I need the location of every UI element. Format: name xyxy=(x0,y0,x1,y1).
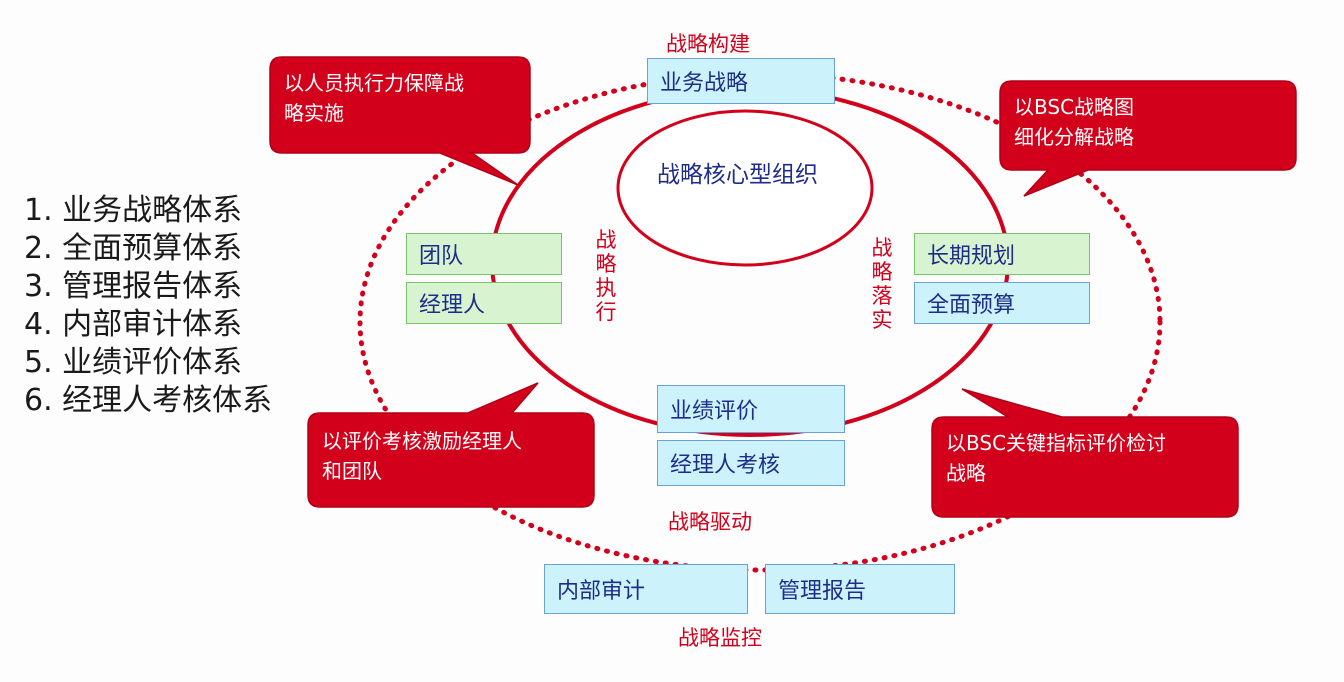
system-list-item: 6. 经理人考核体系 xyxy=(24,383,273,418)
callout-line: 以人员执行力保障战 xyxy=(284,71,464,95)
callout-top-left xyxy=(269,56,531,186)
callout-line: 战略 xyxy=(946,461,986,485)
system-list-item: 5. 业绩评价体系 xyxy=(24,345,243,380)
stage-label-right-text: 战略落实 xyxy=(871,236,893,332)
stage-label-left-text: 战略执行 xyxy=(595,228,617,324)
system-list: 1. 业务战略体系 2. 全面预算体系 3. 管理报告体系 4. 内部审计体系 … xyxy=(24,192,272,420)
callout-bottom-right xyxy=(931,388,1239,518)
system-list-item: 3. 管理报告体系 xyxy=(24,269,243,304)
box-internal-audit: 内部审计 xyxy=(544,564,748,614)
system-list-item: 1. 业务战略体系 xyxy=(24,193,243,228)
callout-line: 略实施 xyxy=(284,101,344,125)
callout-line: 以BSC关键指标评价检讨 xyxy=(946,431,1167,455)
callout-bottom-right-text: 以BSC关键指标评价检讨 战略 xyxy=(946,428,1166,488)
box-performance-eval: 业绩评价 xyxy=(657,385,845,433)
callout-bottom-left xyxy=(307,382,595,508)
stage-label-left: 战略执行 xyxy=(594,228,618,324)
system-list-item: 2. 全面预算体系 xyxy=(24,231,243,266)
callout-line: 和团队 xyxy=(322,459,382,483)
callout-top-left-text: 以人员执行力保障战 略实施 xyxy=(284,68,464,128)
stage-label-top: 战略构建 xyxy=(666,32,750,56)
stage-label-bottom-outer: 战略监控 xyxy=(678,626,762,650)
callout-top-right xyxy=(999,80,1297,197)
core-label: 战略核心型组织 xyxy=(657,162,818,188)
box-team: 团队 xyxy=(406,233,562,275)
callout-top-right-text: 以BSC战略图 细化分解战略 xyxy=(1014,92,1134,152)
box-long-term-plan: 长期规划 xyxy=(914,233,1090,275)
callout-line: 细化分解战略 xyxy=(1014,125,1134,149)
box-management-report: 管理报告 xyxy=(765,564,955,614)
callout-line: 以评价考核激励经理人 xyxy=(322,429,522,453)
core-ellipse xyxy=(616,109,874,267)
box-full-budget: 全面预算 xyxy=(914,282,1090,324)
box-manager: 经理人 xyxy=(406,282,562,324)
stage-label-right: 战略落实 xyxy=(870,236,894,332)
stage-label-bottom-inner: 战略驱动 xyxy=(668,510,752,534)
box-manager-assessment: 经理人考核 xyxy=(657,440,845,486)
system-list-item: 4. 内部审计体系 xyxy=(24,307,243,342)
callout-bottom-left-text: 以评价考核激励经理人 和团队 xyxy=(322,426,522,486)
box-business-strategy: 业务战略 xyxy=(647,58,835,104)
callout-line: 以BSC战略图 xyxy=(1014,95,1135,119)
outer-dotted-ring xyxy=(357,71,1163,573)
